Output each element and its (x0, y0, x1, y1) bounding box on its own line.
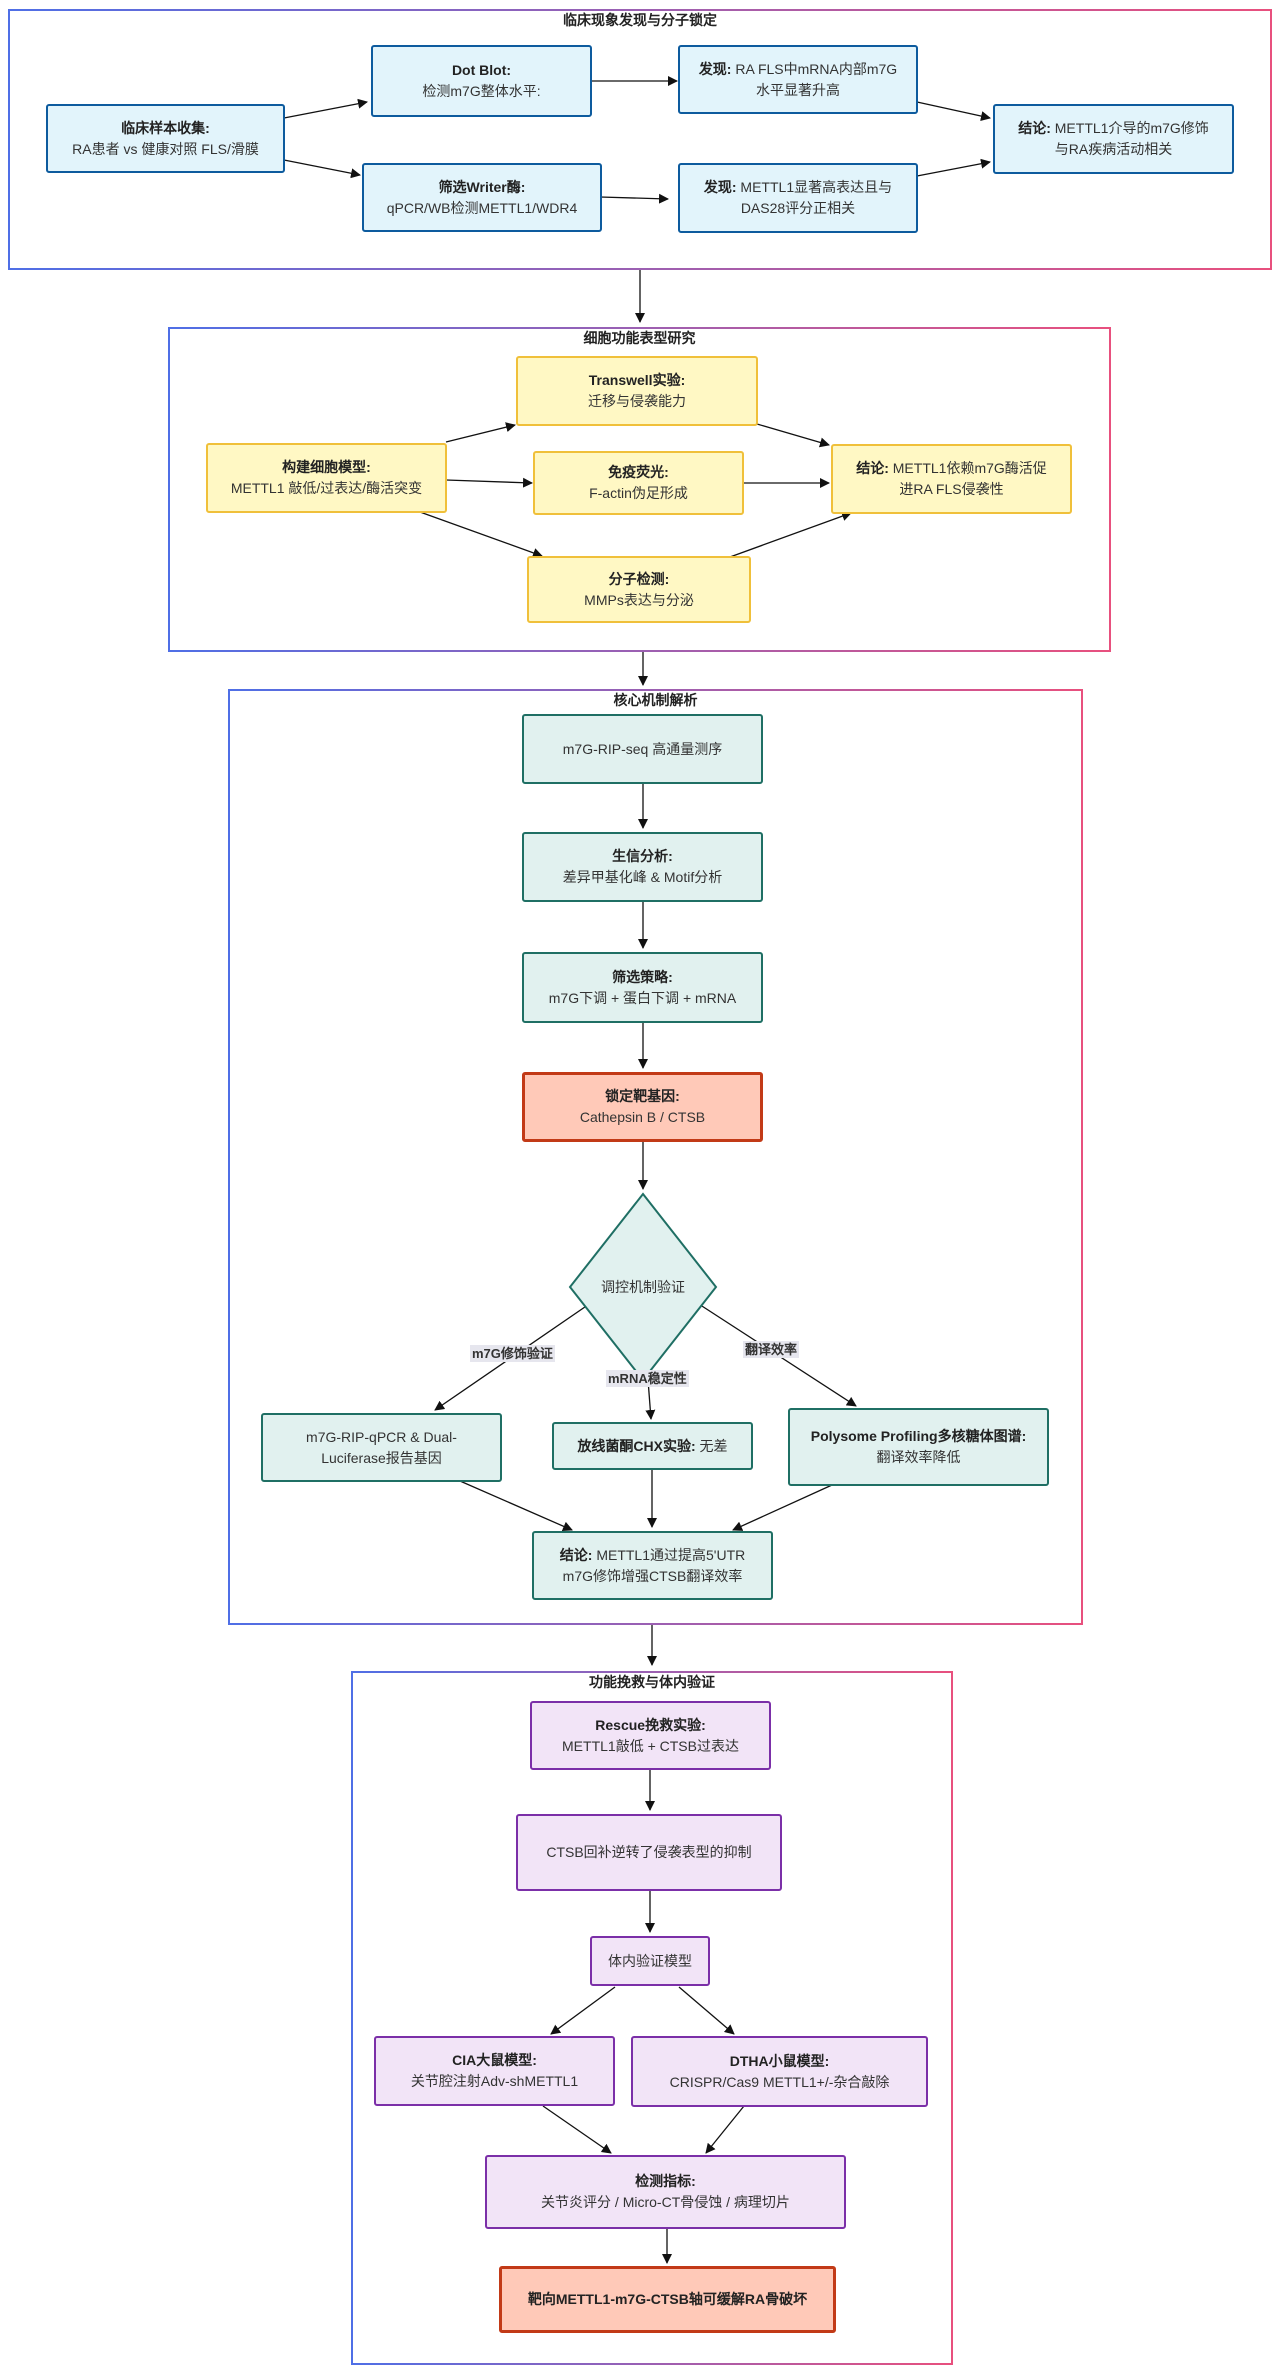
node-text: 关节炎评分 / Micro-CT骨侵蚀 / 病理切片 (541, 2194, 790, 2210)
node-text: F-actin伪足形成 (589, 485, 688, 501)
node-title: DTHA小鼠模型: (729, 2052, 830, 2069)
node-text: qPCR/WB检测METTL1/WDR4 (386, 199, 578, 216)
node-title: 发现: (698, 60, 732, 77)
node-ctsb-reversal: CTSB回补逆转了侵袭表型的抑制 (516, 1814, 782, 1891)
node-text: m7G下调 + 蛋白下调 + mRNA (548, 989, 737, 1006)
node-detection-indicators: 检测指标: 关节炎评分 / Micro-CT骨侵蚀 / 病理切片 (485, 2155, 846, 2229)
node-molecular-detection: 分子检测: MMPs表达与分泌 (527, 556, 751, 623)
node-rip-qpcr: m7G-RIP-qPCR & Dual- Luciferase报告基因 (261, 1413, 502, 1482)
node-text: RA患者 vs 健康对照 FLS/滑膜 (72, 140, 259, 157)
node-title: 免疫荧光: (608, 464, 669, 480)
node-title: 锁定靶基因: (605, 1088, 680, 1104)
node-rescue-experiment: Rescue挽救实验: METTL1敲低 + CTSB过表达 (530, 1701, 771, 1770)
node-title: 临床样本收集: (121, 119, 210, 136)
node-text: RA FLS中mRNA内部m7G (731, 60, 898, 77)
node-text: 水平显著升高 (756, 81, 840, 98)
node-title: Rescue挽救实验: (595, 1716, 706, 1733)
node-cell-conclusion: 结论: METTL1依赖m7G酶活促进RA FLS侵袭性 (831, 444, 1072, 514)
node-text: m7G-RIP-qPCR & Dual- (306, 1428, 457, 1445)
node-transwell: Transwell实验: 迁移与侵袭能力 (516, 356, 758, 426)
node-cell-model: 构建细胞模型: METTL1 敲低/过表达/酶活突变 (206, 443, 447, 513)
node-text: METTL1依赖m7G酶活促 (888, 460, 1047, 476)
node-title: 放线菌酮CHX实验: (577, 1437, 696, 1454)
node-mechanism-conclusion: 结论: METTL1通过提高5'UTR m7G修饰增强CTSB翻译效率 (532, 1531, 773, 1600)
node-title: Transwell实验: (588, 372, 686, 388)
node-title: 生信分析: (612, 848, 673, 864)
node-text: 检测m7G整体水平: (422, 83, 541, 99)
node-text: Luciferase报告基因 (321, 1449, 442, 1466)
node-title: 构建细胞模型: (282, 459, 371, 475)
node-text: 体内验证模型 (608, 1952, 692, 1969)
node-text: 与RA疾病活动相关 (1054, 141, 1173, 157)
edge-label-mrna: mRNA稳定性 (606, 1370, 689, 1387)
node-text: MMPs表达与分泌 (584, 591, 694, 608)
node-finding-mettl1: 发现: METTL1显著高表达且与 DAS28评分正相关 (678, 163, 918, 233)
node-text: m7G-RIP-seq 高通量测序 (562, 740, 723, 757)
subgraph-title: 核心机制解析 (613, 692, 698, 708)
node-rip-seq: m7G-RIP-seq 高通量测序 (522, 714, 763, 784)
node-text: DAS28评分正相关 (740, 200, 856, 216)
node-target-gene: 锁定靶基因: Cathepsin B / CTSB (522, 1072, 763, 1142)
node-title: 筛选策略: (612, 968, 673, 985)
node-dtha-mouse: DTHA小鼠模型: CRISPR/Cas9 METTL1+/-杂合敲除 (631, 2036, 928, 2107)
node-text: CTSB回补逆转了侵袭表型的抑制 (546, 1844, 752, 1860)
node-title: 结论: (856, 460, 889, 476)
node-polysome: Polysome Profiling多核糖体图谱: 翻译效率降低 (788, 1408, 1049, 1486)
node-title: 结论: (1018, 120, 1051, 136)
node-text: METTL1敲低 + CTSB过表达 (562, 1737, 739, 1754)
node-text: 进RA FLS侵袭性 (899, 481, 1004, 497)
edge-label-translation: 翻译效率 (743, 1341, 800, 1358)
subgraph-title: 细胞功能表型研究 (583, 330, 696, 346)
node-title: Dot Blot: (451, 62, 512, 78)
node-text: 翻译效率降低 (876, 1449, 961, 1465)
node-title: 分子检测: (608, 570, 670, 587)
subgraph-title: 临床现象发现与分子锁定 (563, 12, 717, 28)
node-title: CIA大鼠模型: (452, 2052, 537, 2068)
node-title: 结论: (559, 1546, 593, 1563)
node-in-vivo-model: 体内验证模型 (590, 1936, 710, 1986)
node-screening-strategy: 筛选策略: m7G下调 + 蛋白下调 + mRNA (522, 952, 763, 1023)
node-clinical-conclusion: 结论: METTL1介导的m7G修饰与RA疾病活动相关 (993, 104, 1234, 174)
node-text: 关节腔注射Adv-shMETTL1 (410, 2073, 579, 2089)
node-text: 无差 (695, 1437, 728, 1454)
node-text: 迁移与侵袭能力 (588, 393, 686, 409)
subgraph-rescue: 功能挽救与体内验证 (351, 1671, 953, 2365)
node-cia-rat: CIA大鼠模型: 关节腔注射Adv-shMETTL1 (374, 2036, 615, 2106)
edge-label-m7g: m7G修饰验证 (470, 1345, 555, 1362)
node-title: 发现: (703, 179, 737, 195)
node-title: 检测指标: (635, 2173, 696, 2189)
node-text: 差异甲基化峰 & Motif分析 (562, 869, 723, 885)
node-text: METTL1介导的m7G修饰 (1050, 120, 1209, 136)
node-final-conclusion: 靶向METTL1-m7G-CTSB轴可缓解RA骨破坏 (499, 2266, 836, 2333)
subgraph-title: 功能挽救与体内验证 (589, 1674, 715, 1690)
node-text: METTL1通过提高5'UTR (592, 1546, 746, 1563)
node-chx-assay: 放线菌酮CHX实验: 无差 (552, 1422, 753, 1470)
node-writer-screen: 筛选Writer酶: qPCR/WB检测METTL1/WDR4 (362, 163, 602, 232)
node-title: 靶向METTL1-m7G-CTSB轴可缓解RA骨破坏 (527, 2291, 808, 2307)
node-text: METTL1 敲低/过表达/酶活突变 (230, 480, 423, 496)
node-text: Cathepsin B / CTSB (579, 1109, 706, 1125)
node-text: METTL1显著高表达且与 (736, 179, 893, 195)
node-text: CRISPR/Cas9 METTL1+/-杂合敲除 (669, 2073, 890, 2090)
node-title: 筛选Writer酶: (438, 178, 526, 195)
node-sample-collection: 临床样本收集: RA患者 vs 健康对照 FLS/滑膜 (46, 104, 285, 173)
node-title: Polysome Profiling多核糖体图谱: (810, 1428, 1027, 1444)
node-dot-blot: Dot Blot: 检测m7G整体水平: (371, 45, 592, 117)
node-finding-m7g: 发现: RA FLS中mRNA内部m7G 水平显著升高 (678, 45, 918, 114)
node-immunofluorescence: 免疫荧光: F-actin伪足形成 (533, 451, 744, 515)
node-text: m7G修饰增强CTSB翻译效率 (562, 1567, 743, 1584)
node-bioinformatics: 生信分析: 差异甲基化峰 & Motif分析 (522, 832, 763, 902)
decision-label: 调控机制验证 (601, 1279, 685, 1295)
